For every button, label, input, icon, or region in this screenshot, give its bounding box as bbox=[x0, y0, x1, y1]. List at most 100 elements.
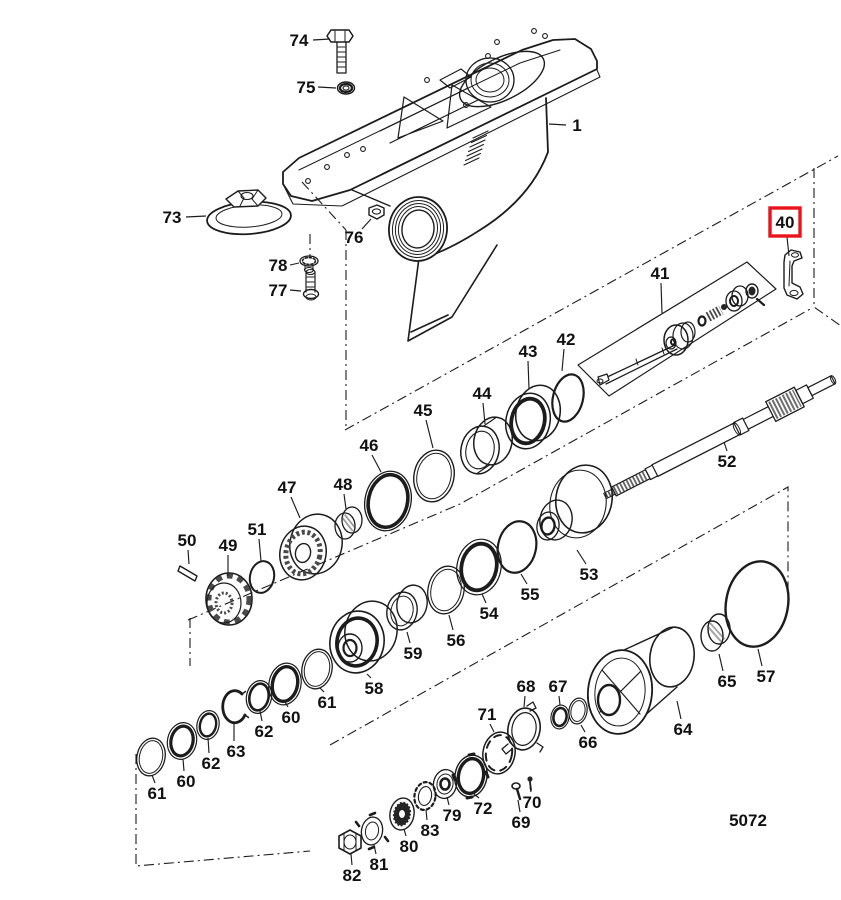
part-label-57[interactable]: 57 bbox=[757, 667, 776, 686]
part-label-75[interactable]: 75 bbox=[297, 78, 316, 97]
part-label-69[interactable]: 69 bbox=[512, 813, 531, 832]
part-50-pin bbox=[177, 565, 198, 582]
leader-line-43 bbox=[527, 360, 530, 390]
leader-line-74 bbox=[312, 38, 331, 41]
part-label-50[interactable]: 50 bbox=[178, 531, 197, 550]
part-46-o-ring bbox=[364, 470, 412, 532]
drawing-number: 5072 bbox=[729, 811, 767, 830]
leader-line-62b bbox=[207, 737, 210, 754]
part-label-64[interactable]: 64 bbox=[674, 720, 693, 739]
part-75-lockwasher bbox=[336, 81, 356, 95]
part-label-62a[interactable]: 62 bbox=[255, 722, 274, 741]
leader-line-62a bbox=[259, 710, 263, 722]
part-label-1[interactable]: 1 bbox=[572, 116, 581, 135]
leader-line-41 bbox=[660, 282, 663, 314]
leader-line-76 bbox=[361, 218, 372, 230]
part-label-61b[interactable]: 61 bbox=[148, 784, 167, 803]
leader-line-66 bbox=[580, 724, 586, 733]
leader-line-58 bbox=[366, 673, 372, 679]
part-label-63[interactable]: 63 bbox=[227, 742, 246, 761]
part-51-o-ring bbox=[248, 560, 276, 594]
part-label-58[interactable]: 58 bbox=[365, 679, 384, 698]
part-label-80[interactable]: 80 bbox=[400, 837, 419, 856]
part-label-56[interactable]: 56 bbox=[447, 631, 466, 650]
part-62-seal-upper bbox=[245, 680, 273, 714]
part-62-seal-lower bbox=[196, 710, 220, 740]
part-label-49[interactable]: 49 bbox=[219, 536, 238, 555]
part-label-55[interactable]: 55 bbox=[521, 585, 540, 604]
leader-line-60b bbox=[182, 758, 185, 772]
leader-line-80 bbox=[403, 828, 407, 837]
part-64-bearing-carrier bbox=[586, 626, 695, 735]
leader-line-51 bbox=[258, 538, 262, 562]
part-label-77[interactable]: 77 bbox=[269, 281, 288, 300]
part-label-48[interactable]: 48 bbox=[334, 475, 353, 494]
part-54-seal-ring bbox=[456, 538, 502, 596]
part-label-44[interactable]: 44 bbox=[473, 384, 492, 403]
part-label-52[interactable]: 52 bbox=[718, 452, 737, 471]
part-76-plug-nut bbox=[368, 204, 385, 220]
part-label-61a[interactable]: 61 bbox=[318, 693, 337, 712]
part-52-propeller-shaft bbox=[603, 375, 837, 500]
leader-line-75 bbox=[317, 86, 337, 89]
part-label-82[interactable]: 82 bbox=[343, 866, 362, 885]
part-label-79[interactable]: 79 bbox=[443, 806, 462, 825]
part-label-67[interactable]: 67 bbox=[549, 677, 568, 696]
part-73-trim-tab-anode bbox=[206, 189, 292, 236]
part-label-66[interactable]: 66 bbox=[579, 733, 598, 752]
leader-line-57 bbox=[757, 648, 763, 667]
part-81-tab-washer bbox=[354, 811, 390, 851]
part-label-41[interactable]: 41 bbox=[651, 264, 670, 283]
part-53-gear-bearing-carrier bbox=[536, 464, 613, 541]
part-label-45[interactable]: 45 bbox=[414, 401, 433, 420]
part-40-anode-bracket bbox=[783, 249, 804, 300]
part-59-bearing-cup bbox=[386, 584, 428, 631]
part-66-oil-seal bbox=[568, 697, 588, 725]
leader-line-83 bbox=[425, 809, 428, 821]
part-label-71[interactable]: 71 bbox=[478, 705, 497, 724]
part-label-59[interactable]: 59 bbox=[404, 644, 423, 663]
part-label-60b[interactable]: 60 bbox=[177, 772, 196, 791]
part-48-roller-bearing bbox=[334, 506, 363, 540]
part-label-46[interactable]: 46 bbox=[360, 436, 379, 455]
part-label-78[interactable]: 78 bbox=[269, 256, 288, 275]
part-42-o-ring bbox=[551, 373, 585, 423]
part-77-bolt bbox=[302, 268, 320, 301]
part-65-needle-bearing bbox=[700, 613, 731, 652]
part-82-prop-nut bbox=[338, 829, 362, 855]
leader-line-71 bbox=[489, 723, 495, 733]
part-label-68[interactable]: 68 bbox=[517, 677, 536, 696]
leader-line-78 bbox=[289, 262, 300, 266]
part-label-74[interactable]: 74 bbox=[290, 31, 309, 50]
part-71-tab-washer-ring bbox=[482, 731, 516, 775]
part-label-72[interactable]: 72 bbox=[474, 799, 493, 818]
part-label-60a[interactable]: 60 bbox=[282, 708, 301, 727]
part-label-70[interactable]: 70 bbox=[523, 793, 542, 812]
part-label-53[interactable]: 53 bbox=[580, 565, 599, 584]
part-56-shim bbox=[427, 565, 465, 615]
part-label-62b[interactable]: 62 bbox=[202, 754, 221, 773]
part-72-retainer-ring bbox=[451, 752, 490, 800]
leader-line-40 bbox=[786, 236, 790, 257]
leader-line-61a bbox=[319, 687, 325, 693]
part-label-51[interactable]: 51 bbox=[248, 520, 267, 539]
part-label-83[interactable]: 83 bbox=[421, 821, 440, 840]
part-label-54[interactable]: 54 bbox=[480, 604, 499, 623]
plate-bolt-holes bbox=[305, 28, 548, 184]
leader-line-53 bbox=[576, 549, 587, 565]
part-label-65[interactable]: 65 bbox=[718, 672, 737, 691]
leader-line-60a bbox=[284, 701, 289, 708]
part-68-retainer-clamp bbox=[501, 701, 544, 755]
part-label-47[interactable]: 47 bbox=[278, 478, 297, 497]
part-label-76[interactable]: 76 bbox=[345, 228, 364, 247]
leader-line-77 bbox=[289, 289, 302, 292]
part-label-40[interactable]: 40 bbox=[776, 213, 795, 232]
part-label-43[interactable]: 43 bbox=[519, 342, 538, 361]
part-57-o-ring-large bbox=[724, 560, 790, 648]
part-label-81[interactable]: 81 bbox=[370, 855, 389, 874]
part-label-42[interactable]: 42 bbox=[557, 330, 576, 349]
part-label-73[interactable]: 73 bbox=[163, 208, 182, 227]
housing-cooling-fins bbox=[463, 130, 489, 166]
leader-line-72 bbox=[473, 793, 480, 799]
